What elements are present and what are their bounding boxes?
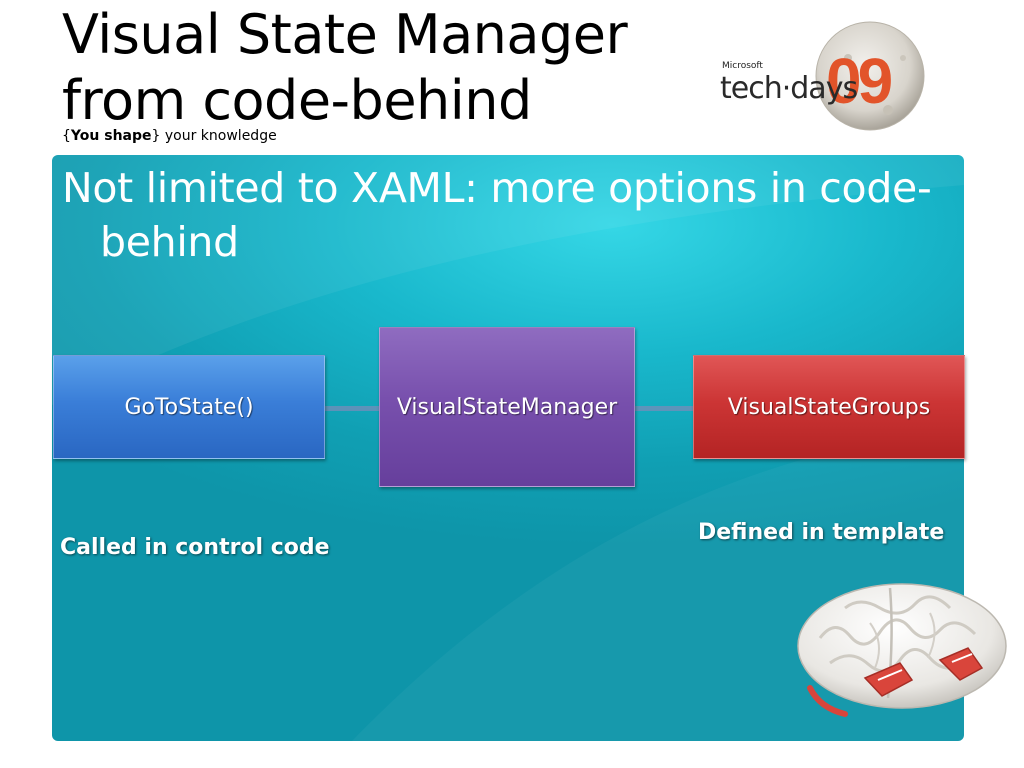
visualstategroups-label: VisualStateGroups bbox=[727, 394, 931, 420]
connector-left bbox=[325, 406, 379, 411]
visualstatemanager-label: VisualStateManager bbox=[396, 394, 618, 420]
connector-right bbox=[635, 406, 693, 411]
tagline-open-brace: { bbox=[62, 128, 71, 144]
tagline-close-brace: } bbox=[151, 128, 161, 144]
caption-defined-in-template: Defined in template bbox=[698, 520, 945, 545]
logo-microsoft: Microsoft bbox=[722, 61, 763, 71]
tagline-rest: your knowledge bbox=[160, 128, 277, 144]
caption-called-in-control-code: Called in control code bbox=[60, 535, 330, 560]
gotostate-box: GoToState() bbox=[53, 355, 325, 459]
visualstatemanager-box: VisualStateManager bbox=[379, 327, 635, 487]
gotostate-label: GoToState() bbox=[124, 394, 254, 420]
slide-headline: Not limited to XAML: more options in cod… bbox=[62, 164, 932, 266]
logo-year: 09 bbox=[826, 45, 892, 117]
techdays-09-logo-icon: 09 Microsoft tech·days bbox=[720, 21, 925, 131]
tagline: {You shape} your knowledge bbox=[62, 128, 277, 144]
slide-title: Visual State Manager from code-behind bbox=[62, 3, 628, 132]
logo-text: tech·days bbox=[720, 71, 857, 106]
tagline-bold: You shape bbox=[70, 128, 152, 144]
visualstategroups-box: VisualStateGroups bbox=[693, 355, 965, 459]
brain-sneakers-icon bbox=[797, 583, 1007, 717]
